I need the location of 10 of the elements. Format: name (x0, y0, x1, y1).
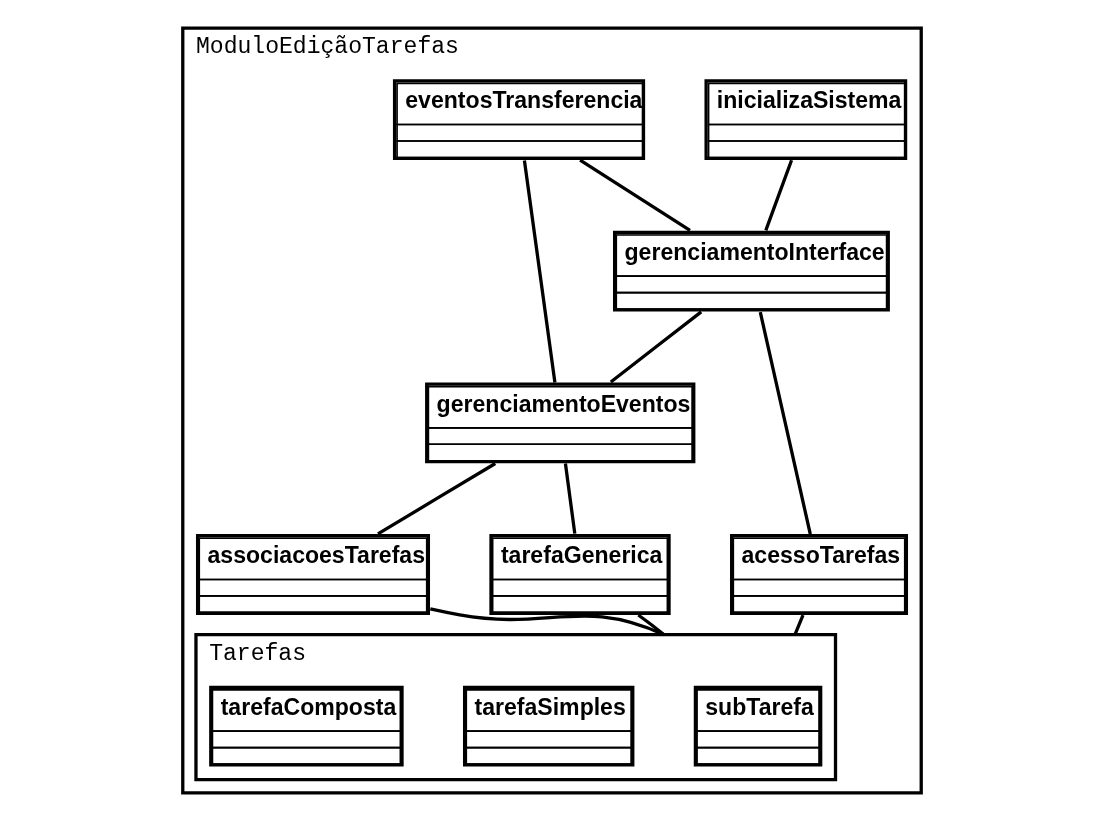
connector (792, 614, 805, 636)
connector (376, 462, 496, 536)
connector (758, 311, 812, 535)
connector (636, 613, 665, 636)
connector (763, 159, 793, 231)
connector (578, 158, 691, 232)
connector (522, 160, 557, 383)
connector (609, 310, 702, 384)
connector (429, 607, 665, 637)
connector (563, 463, 576, 534)
